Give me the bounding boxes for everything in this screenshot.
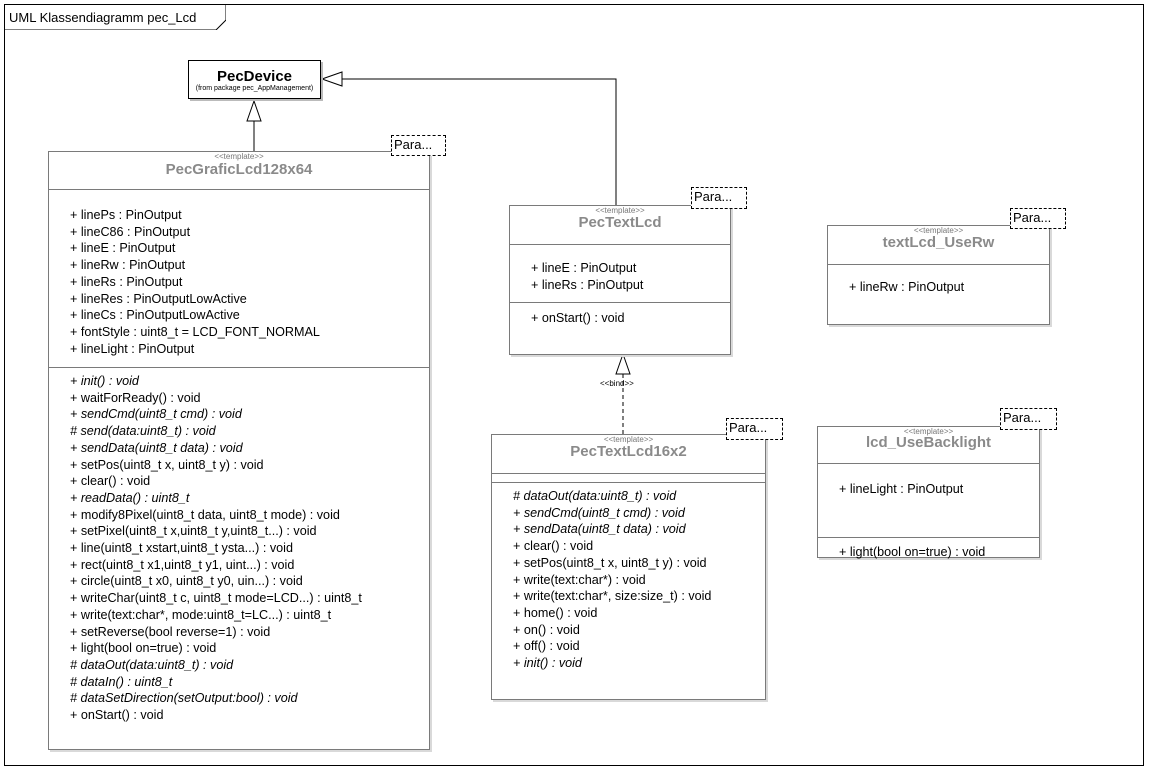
- class-name: PecTextLcd16x2: [570, 443, 687, 460]
- operation-row: + sendCmd(uint8_t cmd) : void: [70, 407, 242, 422]
- stereotype-label: <<template>>: [595, 206, 645, 215]
- operation-row: # send(data:uint8_t) : void: [70, 424, 216, 439]
- operation-row: + setPos(uint8_t x, uint8_t y) : void: [513, 555, 707, 570]
- operation-row: + write(text:char*) : void: [513, 572, 646, 587]
- class-pectextlcd16x2[interactable]: <<template>> PecTextLcd16x2 # dataOut(da…: [491, 434, 766, 700]
- operation-row: + setPixel(uint8_t x,uint8_t y,uint8_t..…: [70, 524, 317, 539]
- operations-section: # dataOut(data:uint8_t) : void + sendCmd(…: [492, 483, 765, 672]
- operations-section: + light(bool on=true) : void: [818, 538, 1039, 561]
- template-param-grafic: Para...: [391, 135, 446, 156]
- frame-tab: [4, 4, 226, 30]
- operation-row: + setReverse(bool reverse=1) : void: [70, 624, 271, 639]
- stereotype-label: <<template>>: [214, 152, 264, 161]
- attribute-row: + linePs : PinOutput: [70, 208, 182, 222]
- attribute-row: + lineE : PinOutput: [531, 261, 637, 275]
- operation-row: + sendData(uint8_t data) : void: [70, 440, 243, 455]
- operation-row: + home() : void: [513, 605, 598, 620]
- operation-row: + clear() : void: [513, 539, 594, 554]
- operation-row: + writeChar(uint8_t c, uint8_t mode=LCD.…: [70, 591, 362, 606]
- operation-row: + modify8Pixel(uint8_t data, uint8_t mod…: [70, 507, 340, 522]
- operation-row: + write(text:char*, size:size_t) : void: [513, 589, 712, 604]
- stereotype-label: <<template>>: [903, 427, 954, 436]
- class-header: <<template>> textLcd_UseRw: [828, 226, 1049, 265]
- class-name: PecTextLcd: [578, 214, 662, 231]
- attributes-section: + linePs : PinOutput + lineC86 : PinOutpu…: [49, 190, 429, 368]
- class-header: <<template>> PecGraficLcd128x64: [49, 152, 429, 190]
- operation-row: + line(uint8_t xstart,uint8_t ysta...) :…: [70, 541, 293, 556]
- attributes-section: [492, 474, 765, 483]
- attribute-row: + lineLight : PinOutput: [839, 482, 964, 496]
- attribute-row: + lineLight : PinOutput: [70, 341, 195, 356]
- bind-stereotype-label: <<bind>>: [600, 379, 634, 388]
- operation-row: + sendCmd(uint8_t cmd) : void: [513, 505, 685, 520]
- template-param-rw: Para...: [1010, 208, 1066, 229]
- class-name: lcd_UseBacklight: [865, 434, 992, 451]
- generalization-line-text: [342, 78, 617, 205]
- operation-row: + circle(uint8_t x0, uint8_t y0, uin...)…: [70, 574, 303, 589]
- operation-row: + write(text:char*, mode:uint8_t=LC...) …: [70, 607, 332, 622]
- operation-row: # dataOut(data:uint8_t) : void: [70, 657, 234, 672]
- pec-device-name: PecDevice: [216, 68, 293, 85]
- operation-row: + rect(uint8_t x1,uint8_t y1, uint...) :…: [70, 557, 295, 572]
- attribute-row: + lineRw : PinOutput: [849, 280, 965, 294]
- class-pecgraficlcd128x64[interactable]: <<template>> PecGraficLcd128x64 + linePs…: [48, 151, 430, 750]
- class-name: PecGraficLcd128x64: [165, 161, 313, 178]
- stereotype-label: <<template>>: [913, 226, 964, 235]
- pec-device-package: (from package pec_AppManagement): [195, 85, 314, 92]
- attribute-row: + lineRs : PinOutput: [531, 277, 644, 292]
- attribute-row: + lineRs : PinOutput: [70, 274, 183, 289]
- attribute-row: + lineCs : PinOutputLowActive: [70, 308, 240, 323]
- attributes-section: + lineLight : PinOutput: [818, 464, 1039, 538]
- operation-row: + light(bool on=true) : void: [839, 545, 986, 559]
- template-param-backlight: Para...: [1000, 408, 1057, 430]
- template-param-text16: Para...: [726, 418, 783, 440]
- class-header: <<template>> PecTextLcd16x2: [492, 435, 765, 474]
- operations-section: + onStart() : void: [510, 303, 730, 327]
- operation-row: + on() : void: [513, 622, 580, 637]
- bind-arrow: [615, 352, 631, 375]
- attribute-row: + lineRes : PinOutputLowActive: [70, 291, 247, 306]
- class-name: textLcd_UseRw: [882, 234, 995, 251]
- attribute-row: + lineRw : PinOutput: [70, 258, 186, 273]
- class-header: <<template>> PecTextLcd: [510, 206, 730, 245]
- operation-row: # dataIn() : uint8_t: [70, 674, 173, 689]
- operation-row: # dataOut(data:uint8_t) : void: [513, 489, 677, 503]
- operations-section: + init() : void + waitForReady() : void + …: [49, 368, 429, 724]
- attribute-row: + lineC86 : PinOutput: [70, 224, 191, 239]
- attribute-row: + fontStyle : uint8_t = LCD_FONT_NORMAL: [70, 324, 320, 339]
- class-header: <<template>> lcd_UseBacklight: [818, 427, 1039, 464]
- operation-row: + readData() : uint8_t: [70, 490, 190, 505]
- attributes-section: + lineRw : PinOutput: [828, 265, 1049, 296]
- operation-row: + light(bool on=true) : void: [70, 641, 217, 656]
- pec-device-class[interactable]: PecDevice (from package pec_AppManagemen…: [188, 60, 321, 99]
- frame-title: UML Klassendiagramm pec_Lcd: [9, 10, 197, 25]
- operation-row: + init() : void: [513, 656, 582, 671]
- attribute-row: + lineE : PinOutput: [70, 241, 176, 256]
- stereotype-label: <<template>>: [603, 435, 654, 444]
- operation-row: + sendData(uint8_t data) : void: [513, 522, 686, 537]
- generalization-arrow-text: [320, 71, 343, 87]
- operation-row: + onStart() : void: [70, 708, 164, 723]
- operation-row: + setPos(uint8_t x, uint8_t y) : void: [70, 457, 264, 472]
- attributes-section: + lineE : PinOutput + lineRs : PinOutput: [510, 245, 730, 303]
- class-textlcd-userw[interactable]: <<template>> textLcd_UseRw + lineRw : Pi…: [827, 225, 1050, 325]
- operation-row: # dataSetDirection(setOutput:bool) : voi…: [70, 691, 298, 706]
- generalization-arrow-grafic: [246, 99, 262, 122]
- operation-row: + init() : void: [70, 374, 139, 388]
- operation-row: + waitForReady() : void: [70, 390, 201, 405]
- operation-row: + onStart() : void: [531, 311, 625, 325]
- operation-row: + off() : void: [513, 639, 580, 654]
- diagram-frame: [4, 4, 1144, 766]
- template-param-text: Para...: [691, 187, 747, 209]
- class-pectextlcd[interactable]: <<template>> PecTextLcd + lineE : PinOut…: [509, 205, 731, 355]
- class-lcd-usebacklight[interactable]: <<template>> lcd_UseBacklight + lineLigh…: [817, 426, 1040, 561]
- operation-row: + clear() : void: [70, 474, 151, 489]
